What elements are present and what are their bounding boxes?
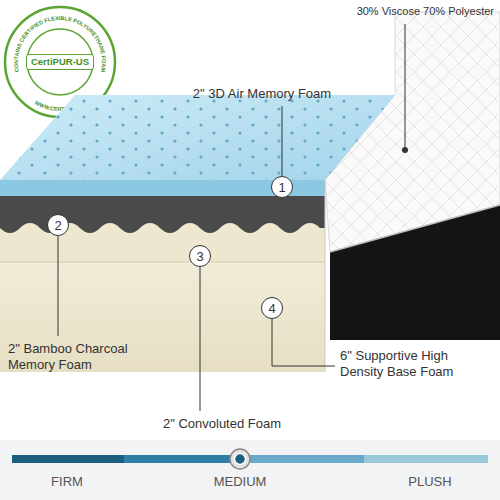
scale-label: PLUSH [408,474,451,490]
logo-wordmark: CertiPUR-US [26,54,94,69]
callout-circle: 2 [47,214,69,236]
callout-number: 4 [268,302,275,315]
scale-segment [364,455,488,463]
scale-label: MEDIUM [214,474,267,490]
callout-number: 2 [54,219,61,232]
callout-number: 1 [278,181,285,194]
air-holes [0,95,395,180]
scale-knob [230,449,250,469]
logo-ring-text: CONTAINS CERTIFIED FLEXIBLE POLYURETHANE… [13,15,107,73]
scale-knob-center [235,454,246,465]
scale-segment [124,455,240,463]
callout-number: 3 [196,250,203,263]
fabric-label: 30% Viscose 70% Polyester [357,5,494,18]
memory-foam-top-face [0,95,395,180]
layer-label: 2" 3D Air Memory Foam [193,86,331,102]
cover-seam [330,205,500,252]
callout-circle: 1 [271,176,293,198]
scale-segment [240,455,364,463]
callout-circle: 4 [261,297,283,319]
scale-ground [0,440,500,500]
layer-seam [0,262,325,263]
leader-dot [402,147,408,153]
layer-label: 6" Supportive High Density Base Foam [340,348,486,379]
scale-label: FIRM [51,474,83,490]
base-foam-layer [0,262,325,372]
callout-circle: 3 [189,245,211,267]
layer-label: 2" Bamboo Charcoal Memory Foam [8,341,142,372]
cover-side [330,205,500,340]
layer-edge [325,180,326,372]
layer-label: 2" Convoluted Foam [163,416,281,432]
scale-segment [12,455,124,463]
